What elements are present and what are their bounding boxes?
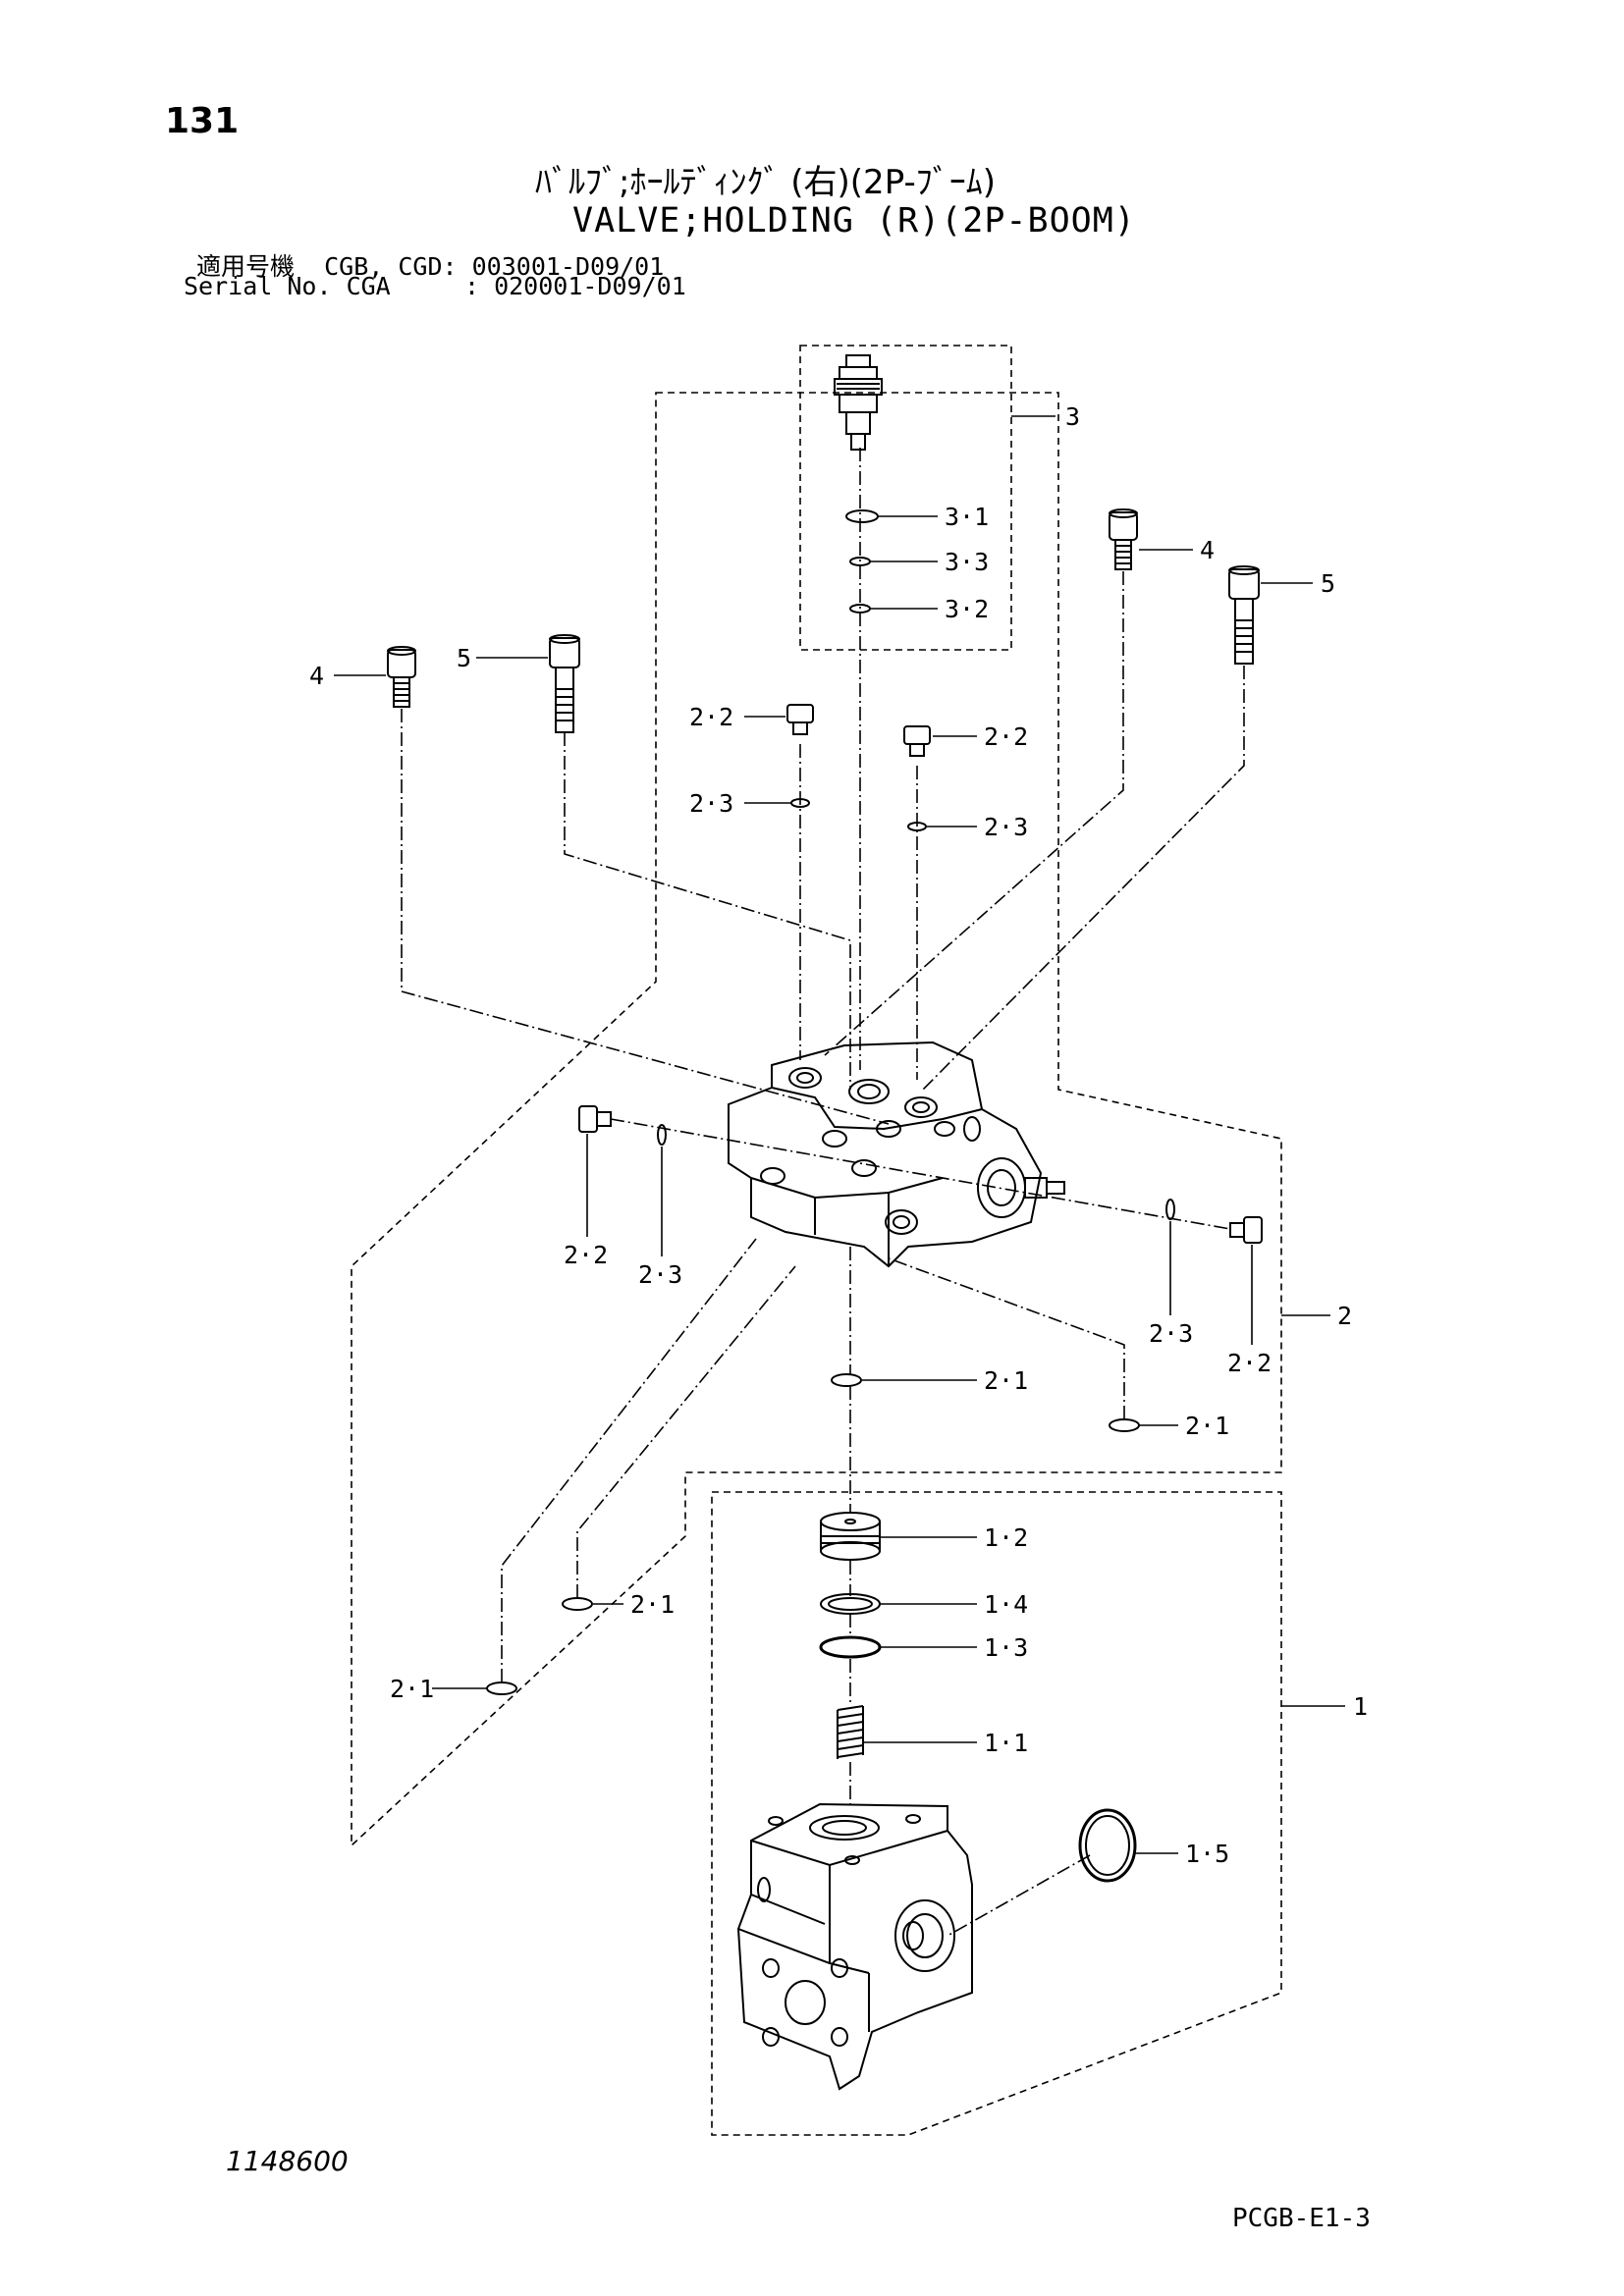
- document-number: 1148600: [226, 2145, 349, 2177]
- callout-1-5: 1·5: [1185, 1840, 1229, 1868]
- callout-2-2-top-left: 2·2: [689, 703, 733, 731]
- title-japanese: ﾊﾞﾙﾌﾞ;ﾎｰﾙﾃﾞｨﾝｸﾞ (右)(2P-ﾌﾞｰﾑ): [535, 163, 996, 202]
- callout-3-2: 3·2: [945, 595, 989, 623]
- callout-labels: 3 3·1 3·3 3·2 4 5 4 5 2·2 2·3 2·2 2·3 2·…: [309, 402, 1368, 1868]
- o-ring-part-1-5: [1078, 1808, 1137, 1883]
- callout-1-4: 1·4: [984, 1590, 1028, 1619]
- serial-number-line: Serial No. CGA : 020001-D09/01: [184, 272, 686, 300]
- callout-2-3-side-right: 2·3: [1149, 1319, 1193, 1348]
- callout-4-right: 4: [1200, 536, 1215, 564]
- poppet-part-1-2: [820, 1512, 881, 1561]
- bolt-4-left: [387, 646, 416, 708]
- o-ring-2-1-left-lower: [486, 1682, 517, 1695]
- page-number: 131: [165, 101, 240, 141]
- callout-2-1-left-upper: 2·1: [630, 1590, 675, 1619]
- group-1-boundary: [711, 1491, 1282, 2136]
- ring-part-1-4-inner: [828, 1597, 873, 1611]
- callout-3-1: 3·1: [945, 503, 989, 531]
- callout-5-right: 5: [1321, 569, 1335, 598]
- callout-1-3: 1·3: [984, 1633, 1028, 1662]
- housing-part-1: [736, 1802, 973, 2091]
- serial-applicability-line: 適用号機 CGB, CGD: 003001-D09/01: [196, 252, 665, 281]
- o-ring-2-1-left-upper: [562, 1597, 593, 1611]
- callout-1-2: 1·2: [984, 1523, 1028, 1552]
- page-code: PCGB-E1-3: [1232, 2204, 1371, 2233]
- plug-2-2-top-left: [786, 704, 814, 735]
- callout-2-2-side-left: 2·2: [564, 1241, 608, 1269]
- plug-2-2-side-right: [1229, 1216, 1263, 1244]
- group-3-boundary: [799, 345, 1012, 651]
- group-2-boundary: [351, 392, 1282, 1847]
- holding-valve-body-part-2: [728, 1041, 1065, 1268]
- callout-3: 3: [1065, 402, 1080, 431]
- o-ring-2-3-side-right: [1165, 1199, 1175, 1220]
- callout-2-3-top-left: 2·3: [689, 789, 733, 818]
- cartridge-part-3: [834, 354, 883, 451]
- callout-3-3: 3·3: [945, 548, 989, 576]
- callout-2-2-side-right: 2·2: [1227, 1349, 1272, 1377]
- o-ring-2-1-center: [831, 1373, 862, 1387]
- plug-2-2-top-right: [903, 725, 931, 757]
- bolt-5-left: [549, 634, 580, 733]
- callout-2-2-top-right: 2·2: [984, 722, 1028, 751]
- callout-2-3-top-right: 2·3: [984, 813, 1028, 841]
- callout-4-left: 4: [309, 662, 324, 690]
- bolt-4-right: [1109, 508, 1138, 570]
- callout-2-1-center: 2·1: [984, 1366, 1028, 1395]
- callout-1-1: 1·1: [984, 1729, 1028, 1757]
- o-ring-2-1-right: [1109, 1418, 1140, 1432]
- plug-2-2-side-left: [578, 1105, 612, 1133]
- callout-2-3-side-left: 2·3: [638, 1260, 682, 1289]
- callout-5-left: 5: [457, 644, 471, 672]
- callout-2-1-right: 2·1: [1185, 1412, 1229, 1440]
- o-ring-3-1: [845, 509, 879, 523]
- callout-leader-lines: [334, 415, 1345, 1854]
- callout-2-1-left-lower: 2·1: [390, 1675, 434, 1703]
- assembly-axis-lines: [401, 448, 1245, 1937]
- spring-part-1-1: [837, 1705, 864, 1759]
- o-ring-part-1-5-inner: [1085, 1815, 1130, 1876]
- bolt-5-right: [1228, 565, 1260, 665]
- callout-1: 1: [1353, 1692, 1368, 1721]
- o-ring-part-1-3: [819, 1635, 882, 1659]
- title-english: VALVE;HOLDING (R)(2P-BOOM): [572, 201, 1136, 240]
- o-ring-2-3-side-left: [657, 1124, 667, 1146]
- callout-2: 2: [1337, 1302, 1352, 1330]
